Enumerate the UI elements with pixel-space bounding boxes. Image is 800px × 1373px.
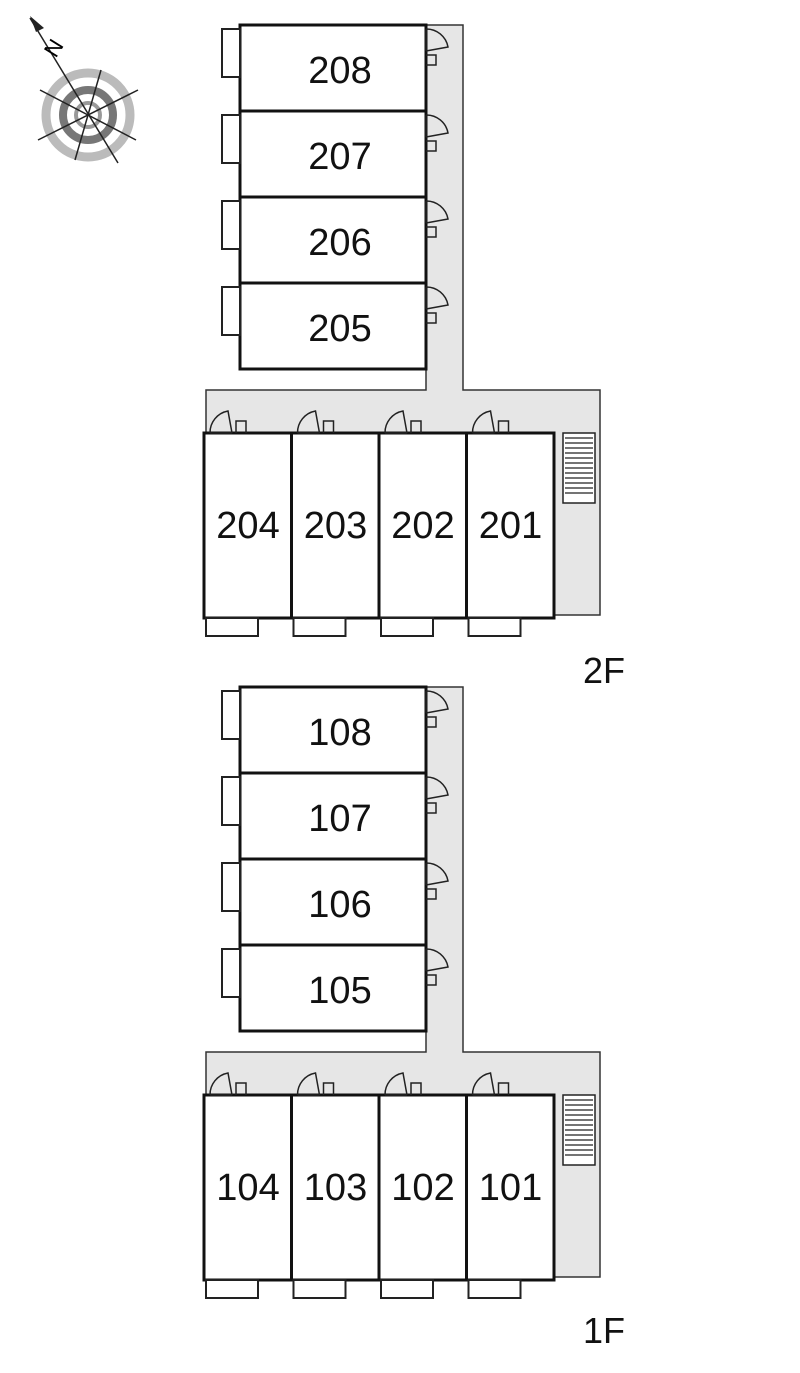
unit-201[interactable]: 201 [465, 410, 556, 637]
door-icon [425, 862, 449, 900]
floor-1f: 108 107 106 105 104 103 102 101 1F [202, 685, 625, 1351]
door-icon [425, 286, 449, 324]
unit-label-103: 103 [304, 1167, 367, 1209]
door-icon [425, 28, 449, 66]
unit-207[interactable]: 207 [221, 109, 449, 199]
unit-105[interactable]: 105 [221, 943, 449, 1033]
unit-label-207: 207 [308, 136, 371, 178]
door-icon [384, 1072, 422, 1096]
door-icon [425, 114, 449, 152]
door-icon [209, 1072, 247, 1096]
balcony [292, 1279, 347, 1299]
compass-north-icon: N [29, 16, 139, 164]
balcony [380, 1279, 434, 1299]
unit-label-102: 102 [391, 1167, 454, 1209]
floor-2f: 208 207 206 205 204 203 202 201 2F [202, 23, 625, 691]
unit-label-203: 203 [304, 505, 367, 547]
door-icon [296, 1072, 335, 1096]
unit-label-205: 205 [308, 308, 371, 350]
balcony [221, 28, 241, 78]
unit-107[interactable]: 107 [221, 771, 449, 861]
unit-label-202: 202 [391, 505, 454, 547]
balcony [467, 1279, 522, 1299]
door-icon [471, 1072, 510, 1096]
unit-104[interactable]: 104 [202, 1072, 293, 1299]
staircase-icon [562, 432, 596, 504]
balcony [221, 286, 241, 336]
door-icon [425, 948, 449, 986]
unit-label-206: 206 [308, 222, 371, 264]
balcony [292, 617, 347, 637]
unit-label-106: 106 [308, 884, 371, 926]
unit-202[interactable]: 202 [377, 410, 468, 637]
compass-north-label: N [39, 35, 69, 62]
balcony [221, 948, 241, 998]
unit-108[interactable]: 108 [221, 685, 449, 775]
unit-204[interactable]: 204 [202, 410, 293, 637]
floor-label: 1F [583, 1310, 625, 1351]
unit-label-108: 108 [308, 712, 371, 754]
unit-label-101: 101 [479, 1167, 542, 1209]
door-icon [384, 410, 422, 434]
unit-205[interactable]: 205 [221, 281, 449, 371]
unit-label-105: 105 [308, 970, 371, 1012]
unit-206[interactable]: 206 [221, 195, 449, 285]
unit-103[interactable]: 103 [290, 1072, 381, 1299]
door-icon [425, 200, 449, 238]
staircase-icon [562, 1094, 596, 1166]
balcony [205, 617, 259, 637]
unit-label-104: 104 [216, 1167, 279, 1209]
unit-label-204: 204 [216, 505, 279, 547]
door-icon [425, 690, 449, 728]
unit-203[interactable]: 203 [290, 410, 381, 637]
unit-102[interactable]: 102 [377, 1072, 468, 1299]
floor-label: 2F [583, 650, 625, 691]
balcony [205, 1279, 259, 1299]
door-icon [209, 410, 247, 434]
balcony [221, 690, 241, 740]
unit-101[interactable]: 101 [465, 1072, 556, 1299]
unit-label-107: 107 [308, 798, 371, 840]
door-icon [471, 410, 510, 434]
balcony [221, 200, 241, 250]
unit-label-208: 208 [308, 50, 371, 92]
balcony [221, 114, 241, 164]
door-icon [425, 776, 449, 814]
balcony [380, 617, 434, 637]
balcony [467, 617, 522, 637]
balcony [221, 862, 241, 912]
door-icon [296, 410, 335, 434]
unit-label-201: 201 [479, 505, 542, 547]
unit-208[interactable]: 208 [221, 23, 449, 113]
balcony [221, 776, 241, 826]
unit-106[interactable]: 106 [221, 857, 449, 947]
